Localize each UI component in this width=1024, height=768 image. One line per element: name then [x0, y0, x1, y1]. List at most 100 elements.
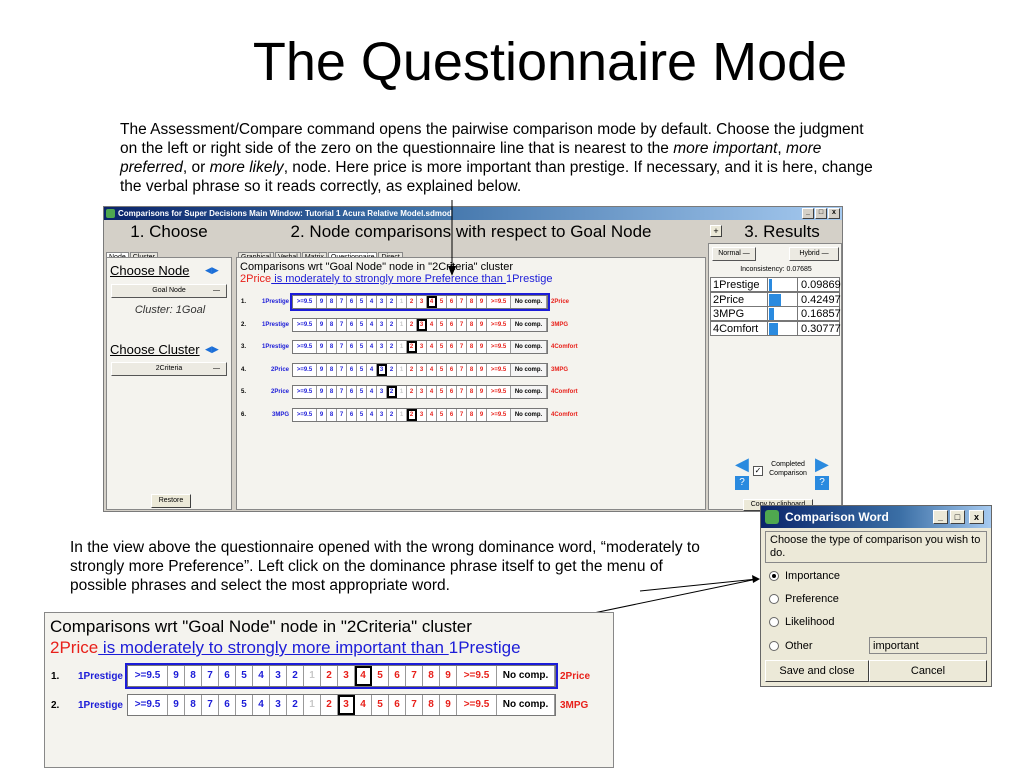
scale-left-cell[interactable]: 2: [387, 341, 397, 353]
scale-left-extreme[interactable]: >=9.5: [293, 363, 317, 376]
scale-left-cell[interactable]: 2: [387, 296, 397, 308]
scale-zero-cell[interactable]: 1: [397, 341, 407, 353]
scale-left-cell[interactable]: 3: [377, 296, 387, 308]
scale-left-extreme[interactable]: >=9.5: [128, 666, 168, 686]
no-comparison-button[interactable]: No comp.: [511, 386, 547, 398]
scale-left-cell[interactable]: 7: [202, 695, 219, 715]
scale-right-cell[interactable]: 3: [417, 318, 427, 331]
scale-zero-cell[interactable]: 1: [397, 408, 407, 421]
scale-right-cell[interactable]: 9: [440, 666, 457, 686]
scale-right-cell[interactable]: 8: [467, 341, 477, 353]
scale-right-cell[interactable]: 4: [427, 318, 437, 331]
scale-left-cell[interactable]: 7: [337, 341, 347, 353]
scale-right-cell[interactable]: 3: [417, 296, 427, 308]
scale-right-cell[interactable]: 5: [437, 386, 447, 398]
scale-right-cell[interactable]: 4: [427, 296, 437, 308]
scale-left-cell[interactable]: 8: [185, 666, 202, 686]
scale-left-extreme[interactable]: >=9.5: [293, 386, 317, 398]
scale-left-cell[interactable]: 7: [337, 363, 347, 376]
scale-left-cell[interactable]: 5: [236, 666, 253, 686]
scale-right-cell[interactable]: 9: [477, 341, 487, 353]
scale-left-cell[interactable]: 3: [377, 318, 387, 331]
scale-left-cell[interactable]: 3: [270, 666, 287, 686]
no-comparison-button[interactable]: No comp.: [511, 341, 547, 353]
scale-right-cell[interactable]: 5: [437, 408, 447, 421]
scale-left-cell[interactable]: 2: [387, 363, 397, 376]
scale-zero-cell[interactable]: 1: [397, 318, 407, 331]
scale-left-cell[interactable]: 3: [377, 386, 387, 398]
scale-right-cell[interactable]: 5: [372, 695, 389, 715]
scale-left-cell[interactable]: 7: [202, 666, 219, 686]
hybrid-dropdown[interactable]: Hybrid —: [789, 247, 839, 261]
scale-right-cell[interactable]: 8: [467, 318, 477, 331]
scale-left-cell[interactable]: 9: [317, 408, 327, 421]
scale-left-cell[interactable]: 9: [317, 318, 327, 331]
scale-right-cell[interactable]: 9: [477, 363, 487, 376]
dialog-maximize-button[interactable]: □: [950, 510, 965, 524]
scale-right-cell[interactable]: 6: [447, 363, 457, 376]
scale-left-cell[interactable]: 4: [367, 318, 377, 331]
scale-right-cell[interactable]: 9: [477, 386, 487, 398]
option-importance[interactable]: Importance: [769, 570, 840, 582]
scale-left-cell[interactable]: 8: [327, 296, 337, 308]
scale-right-extreme[interactable]: >=9.5: [457, 666, 497, 686]
scale-left-cell[interactable]: 5: [357, 408, 367, 421]
arrow-right-icon[interactable]: ▶: [815, 454, 829, 474]
scale-left-cell[interactable]: 3: [270, 695, 287, 715]
option-other[interactable]: Other: [769, 640, 813, 652]
scale-left-cell[interactable]: 3: [377, 408, 387, 421]
scale-left-cell[interactable]: 8: [327, 408, 337, 421]
scale-left-extreme[interactable]: >=9.5: [293, 318, 317, 331]
scale-right-cell[interactable]: 5: [372, 666, 389, 686]
scale-left-cell[interactable]: 5: [236, 695, 253, 715]
scale-right-cell[interactable]: 2: [407, 341, 417, 353]
scale-right-cell[interactable]: 6: [447, 386, 457, 398]
scale-left-cell[interactable]: 7: [337, 318, 347, 331]
scale-left-cell[interactable]: 5: [357, 341, 367, 353]
scale-left-cell[interactable]: 9: [317, 363, 327, 376]
scale-right-cell[interactable]: 2: [321, 666, 338, 686]
scale-left-cell[interactable]: 8: [327, 341, 337, 353]
scale-right-cell[interactable]: 7: [457, 408, 467, 421]
scale-left-cell[interactable]: 4: [367, 341, 377, 353]
zoom-dominance-phrase[interactable]: 2Price is moderately to strongly more im…: [50, 638, 521, 658]
dialog-close-button[interactable]: x: [969, 510, 984, 524]
scale-right-cell[interactable]: 4: [427, 363, 437, 376]
zoom-phrase-word[interactable]: is moderately to strongly more important…: [98, 638, 449, 657]
scale-right-cell[interactable]: 4: [427, 341, 437, 353]
scale-left-cell[interactable]: 4: [367, 386, 377, 398]
no-comparison-button[interactable]: No comp.: [497, 695, 555, 715]
scale-left-cell[interactable]: 2: [287, 666, 304, 686]
scale-left-cell[interactable]: 5: [357, 296, 367, 308]
other-word-field[interactable]: important: [869, 637, 987, 654]
option-likelihood[interactable]: Likelihood: [769, 616, 835, 628]
scale-left-cell[interactable]: 7: [337, 408, 347, 421]
scale-left-cell[interactable]: 4: [253, 666, 270, 686]
scale-right-cell[interactable]: 7: [406, 695, 423, 715]
scale-right-cell[interactable]: 3: [338, 695, 355, 715]
scale-left-cell[interactable]: 3: [377, 363, 387, 376]
scale-left-extreme[interactable]: >=9.5: [128, 695, 168, 715]
scale-left-cell[interactable]: 2: [387, 386, 397, 398]
scale-left-cell[interactable]: 5: [357, 363, 367, 376]
scale-right-cell[interactable]: 7: [457, 341, 467, 353]
scale-right-cell[interactable]: 5: [437, 318, 447, 331]
scale-right-cell[interactable]: 9: [477, 408, 487, 421]
node-dropdown[interactable]: Goal Node—: [111, 284, 227, 298]
completed-checkbox[interactable]: ✓: [753, 466, 763, 476]
no-comparison-button[interactable]: No comp.: [497, 666, 555, 686]
scale-left-cell[interactable]: 5: [357, 386, 367, 398]
scale-right-cell[interactable]: 8: [467, 386, 477, 398]
phrase-word[interactable]: is moderately to strongly more Preferenc…: [271, 273, 506, 285]
save-close-button[interactable]: Save and close: [765, 660, 869, 682]
scale-left-cell[interactable]: 9: [317, 386, 327, 398]
normal-dropdown[interactable]: Normal —: [712, 247, 756, 261]
cluster-dropdown[interactable]: 2Criteria—: [111, 362, 227, 376]
scale-left-extreme[interactable]: >=9.5: [293, 408, 317, 421]
scale-right-cell[interactable]: 3: [338, 666, 355, 686]
arrow-left-icon[interactable]: ◀: [735, 454, 749, 474]
scale-right-cell[interactable]: 4: [355, 666, 372, 686]
scale-right-cell[interactable]: 6: [447, 296, 457, 308]
scale-right-cell[interactable]: 4: [427, 408, 437, 421]
scale-right-cell[interactable]: 4: [355, 695, 372, 715]
